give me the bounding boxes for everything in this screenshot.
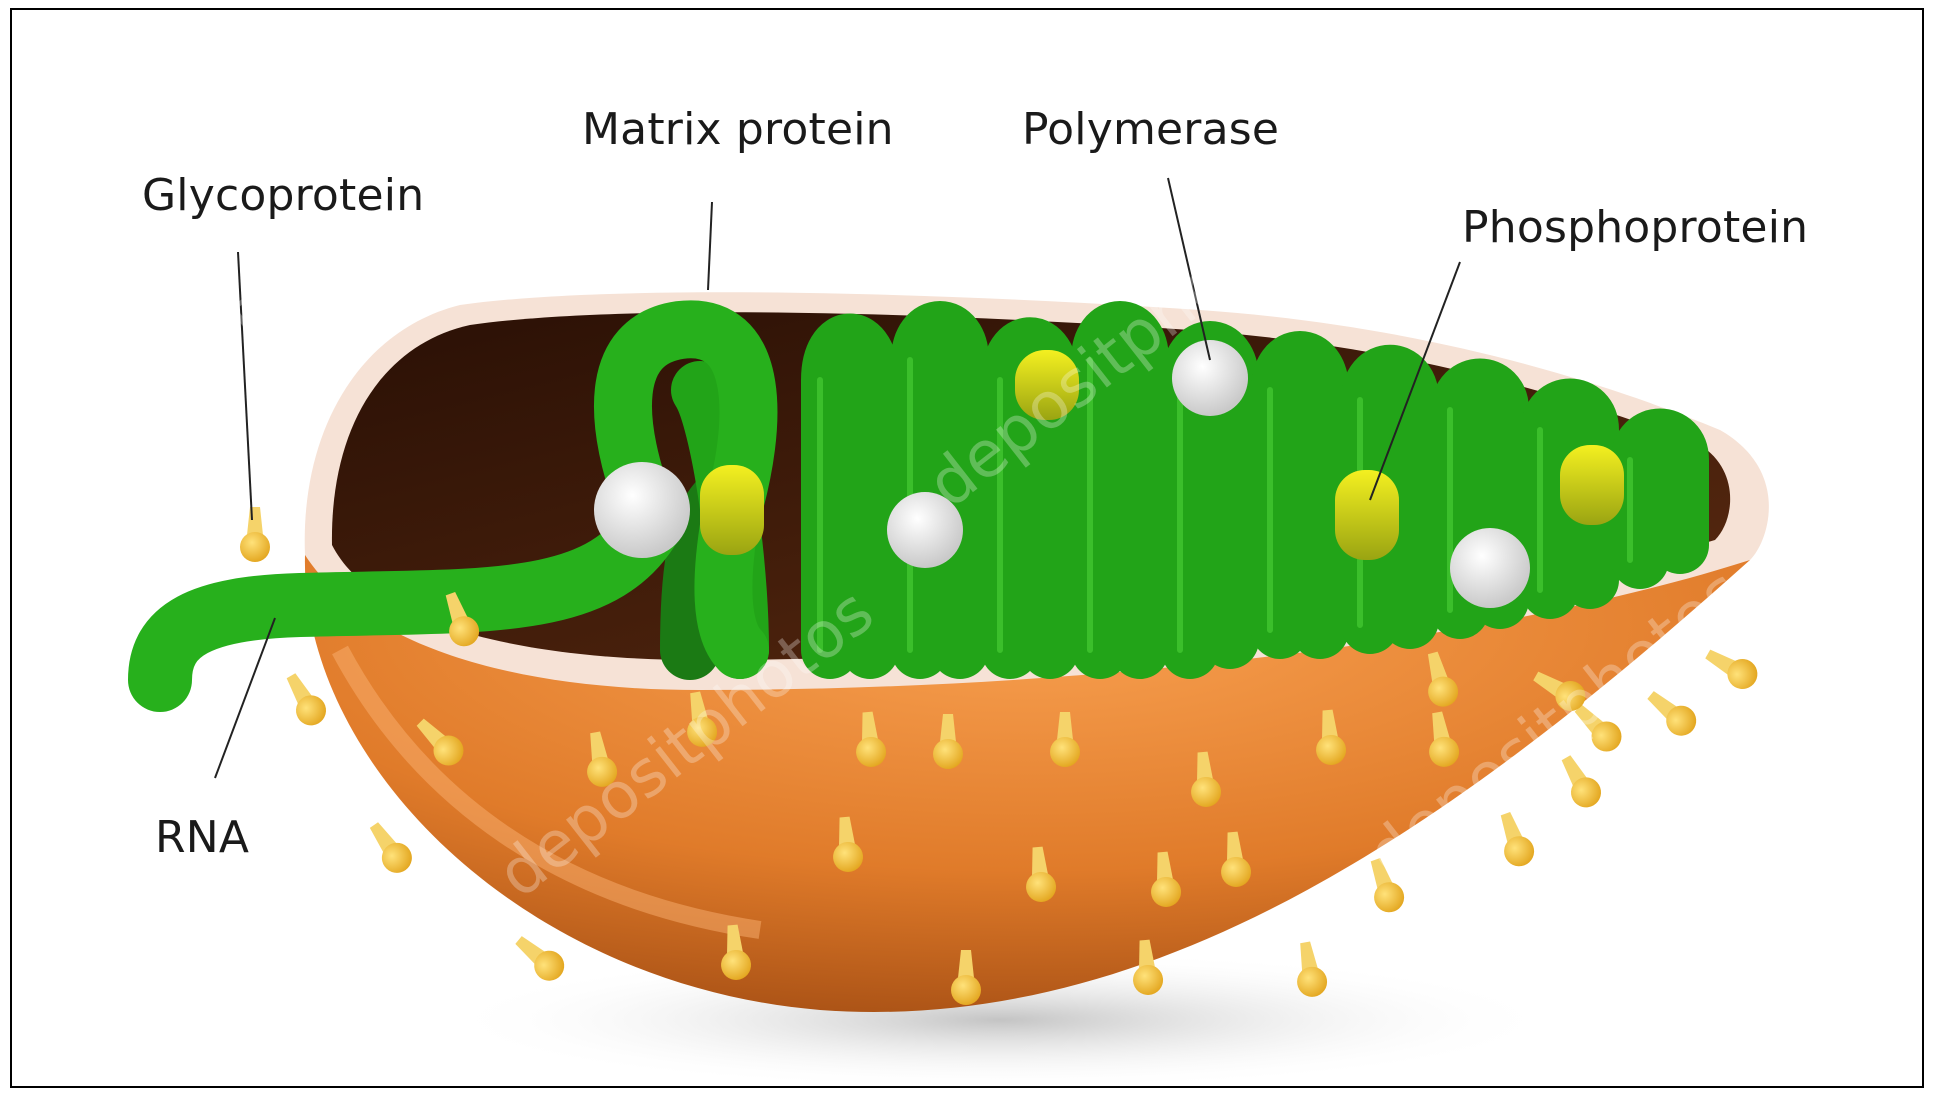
- glycoprotein-spike: [240, 507, 270, 562]
- phosphoprotein-marker: [1335, 470, 1399, 560]
- glycoprotein-spike: [1491, 809, 1538, 871]
- rna-label: RNA: [155, 812, 249, 863]
- polymerase-label: Polymerase: [1022, 104, 1279, 155]
- matrix-protein-leader: [708, 202, 712, 290]
- phosphoprotein-label: Phosphoprotein: [1462, 202, 1808, 253]
- polymerase-marker: [1450, 528, 1530, 608]
- glycoprotein-spike: [362, 816, 418, 878]
- polymerase-marker: [594, 462, 690, 558]
- polymerase-marker: [1172, 340, 1248, 416]
- glycoprotein-label: Glycoprotein: [142, 170, 424, 221]
- glycoprotein-spike: [278, 668, 331, 731]
- matrix-protein-label: Matrix protein: [582, 104, 894, 155]
- phosphoprotein-marker: [700, 465, 764, 555]
- phosphoprotein-marker: [1560, 445, 1624, 525]
